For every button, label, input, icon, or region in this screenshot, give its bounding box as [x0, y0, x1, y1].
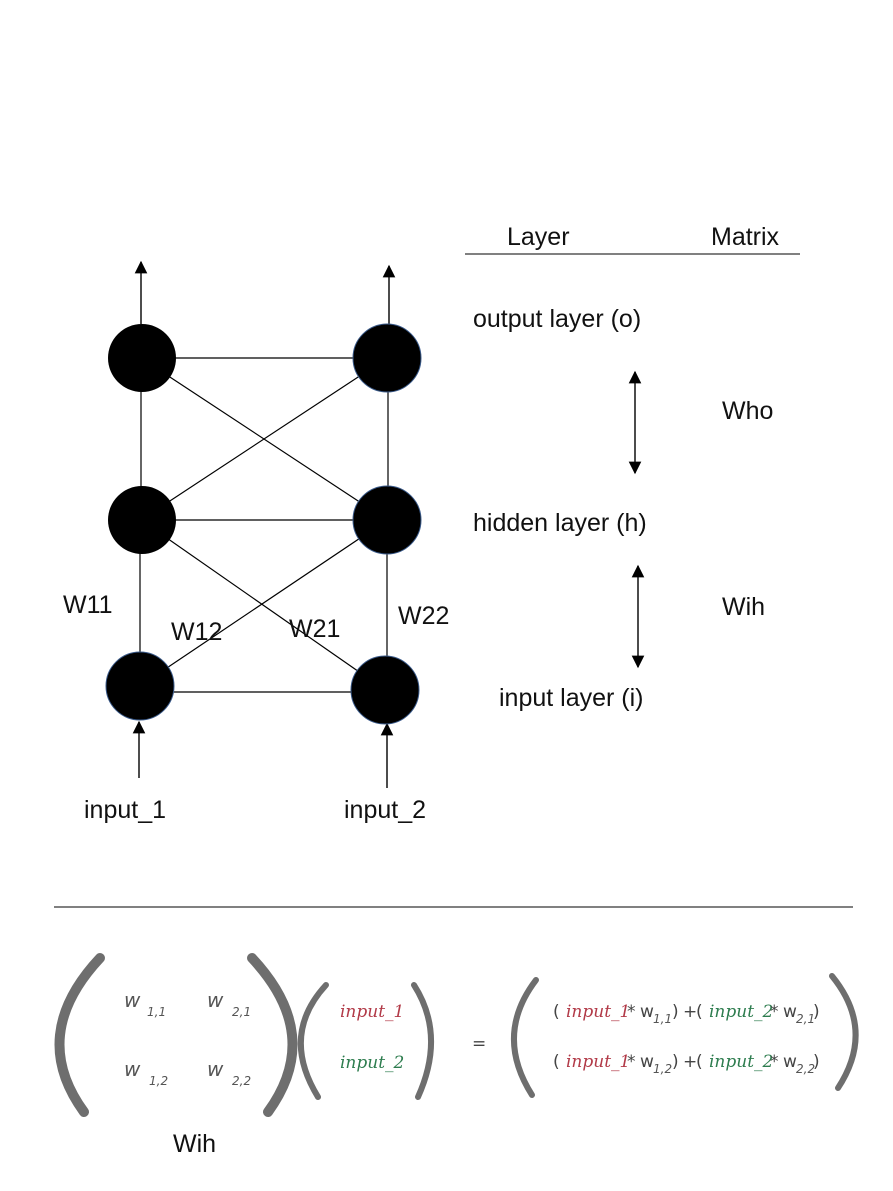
result-row-2-input-1: input_1	[566, 1052, 630, 1072]
result-row-1-open-2: (	[696, 1002, 703, 1022]
matrix-entry-w22: w 2,2	[207, 1057, 251, 1088]
result-row-2-times-2: *	[770, 1052, 779, 1072]
matrix-right-paren	[247, 953, 298, 1117]
result-right-paren	[829, 973, 859, 1091]
vector-left-paren	[297, 982, 329, 1100]
result-row-1-w-1: w	[640, 1002, 654, 1022]
result-row-2-sub-1: 1,2	[653, 1062, 672, 1076]
result-row-1-close-2: )	[813, 1002, 820, 1022]
row-input-layer: input layer (i)	[499, 684, 644, 712]
weight-label-w12: W12	[171, 618, 222, 646]
result-row-1: ( input_1 * w 1,1 ) + ( input_2 * w 2,1 …	[553, 1002, 820, 1026]
matrix-entry-w21-w: w	[207, 988, 224, 1012]
result-row-2-open: (	[553, 1052, 560, 1072]
matrix-wih: Wih	[722, 593, 765, 621]
result-row-1-times-1: *	[627, 1002, 636, 1022]
result-row-2-w-2: w	[783, 1052, 797, 1072]
result-row-1-sub-2: 2,1	[796, 1012, 815, 1026]
matrix-entry-w21-sub: 2,1	[232, 1005, 251, 1019]
result-row-2-close-2: )	[813, 1052, 820, 1072]
result-row-2-plus: +	[683, 1052, 697, 1072]
row-output-layer: output layer (o)	[473, 305, 641, 333]
matrix-entry-w11-sub: 1,1	[147, 1005, 166, 1019]
matrix-entry-w12-w: w	[124, 1057, 141, 1081]
result-row-1-times-2: *	[770, 1002, 779, 1022]
result-left-paren	[511, 977, 539, 1098]
result-row-1-close-1: )	[672, 1002, 679, 1022]
result-row-2: ( input_1 * w 1,2 ) + ( input_2 * w 2,2 …	[553, 1052, 820, 1076]
node-output-1	[108, 324, 176, 392]
weight-label-w11: W11	[63, 591, 113, 619]
result-row-1-input-2: input_2	[709, 1002, 773, 1022]
edge-hidden1-input2	[140, 519, 386, 691]
matrix-equation: w 1,1 w 2,1 w 1,2 w 2,2 Wih input_1 inpu…	[54, 953, 859, 1158]
result-row-2-w-1: w	[640, 1052, 654, 1072]
result-row-1-input-1: input_1	[566, 1002, 630, 1022]
matrix-wih-caption: Wih	[173, 1130, 216, 1158]
table-header-layer: Layer	[507, 223, 570, 251]
matrix-left-paren	[54, 953, 105, 1117]
edge-output2-hidden1	[140, 357, 388, 521]
weight-label-w22: W22	[398, 602, 449, 630]
vector-input-1: input_1	[340, 1002, 404, 1022]
result-row-2-times-1: *	[627, 1052, 636, 1072]
node-hidden-2	[352, 485, 422, 555]
matrix-entry-w12: w 1,2	[124, 1057, 168, 1088]
matrix-who: Who	[722, 397, 773, 425]
vector-right-paren	[411, 982, 434, 1100]
vector-input-2: input_2	[340, 1053, 404, 1073]
node-hidden-1	[108, 486, 176, 554]
result-row-1-sub-1: 1,1	[653, 1012, 672, 1026]
input-1-label: input_1	[84, 796, 166, 824]
layer-matrix-table: Layer Matrix output layer (o) Who hidden…	[465, 223, 800, 712]
matrix-entry-w11-w: w	[124, 988, 141, 1012]
edge-hidden2-input1	[139, 519, 388, 687]
matrix-entry-w22-w: w	[207, 1057, 224, 1081]
equals-sign: =	[472, 1034, 486, 1054]
table-header-matrix: Matrix	[711, 223, 780, 251]
matrix-entry-w22-sub: 2,2	[232, 1074, 251, 1088]
result-row-2-input-2: input_2	[709, 1052, 773, 1072]
network-diagram: W11 W12 W21 W22 input_1 input_2	[63, 260, 449, 824]
result-row-1-plus: +	[683, 1002, 697, 1022]
node-output-2	[352, 323, 422, 393]
input-2-label: input_2	[344, 796, 426, 824]
result-row-2-close-1: )	[672, 1052, 679, 1072]
result-row-1-open: (	[553, 1002, 560, 1022]
matrix-entry-w12-sub: 1,2	[149, 1074, 168, 1088]
node-input-1	[105, 651, 175, 721]
result-row-2-open-2: (	[696, 1052, 703, 1072]
result-row-1-w-2: w	[783, 1002, 797, 1022]
matrix-entry-w21: w 2,1	[207, 988, 251, 1019]
row-hidden-layer: hidden layer (h)	[473, 509, 647, 537]
node-input-2	[350, 655, 420, 725]
result-row-2-sub-2: 2,2	[796, 1062, 815, 1076]
matrix-entry-w11: w 1,1	[124, 988, 166, 1019]
weight-label-w21: W21	[289, 615, 340, 643]
